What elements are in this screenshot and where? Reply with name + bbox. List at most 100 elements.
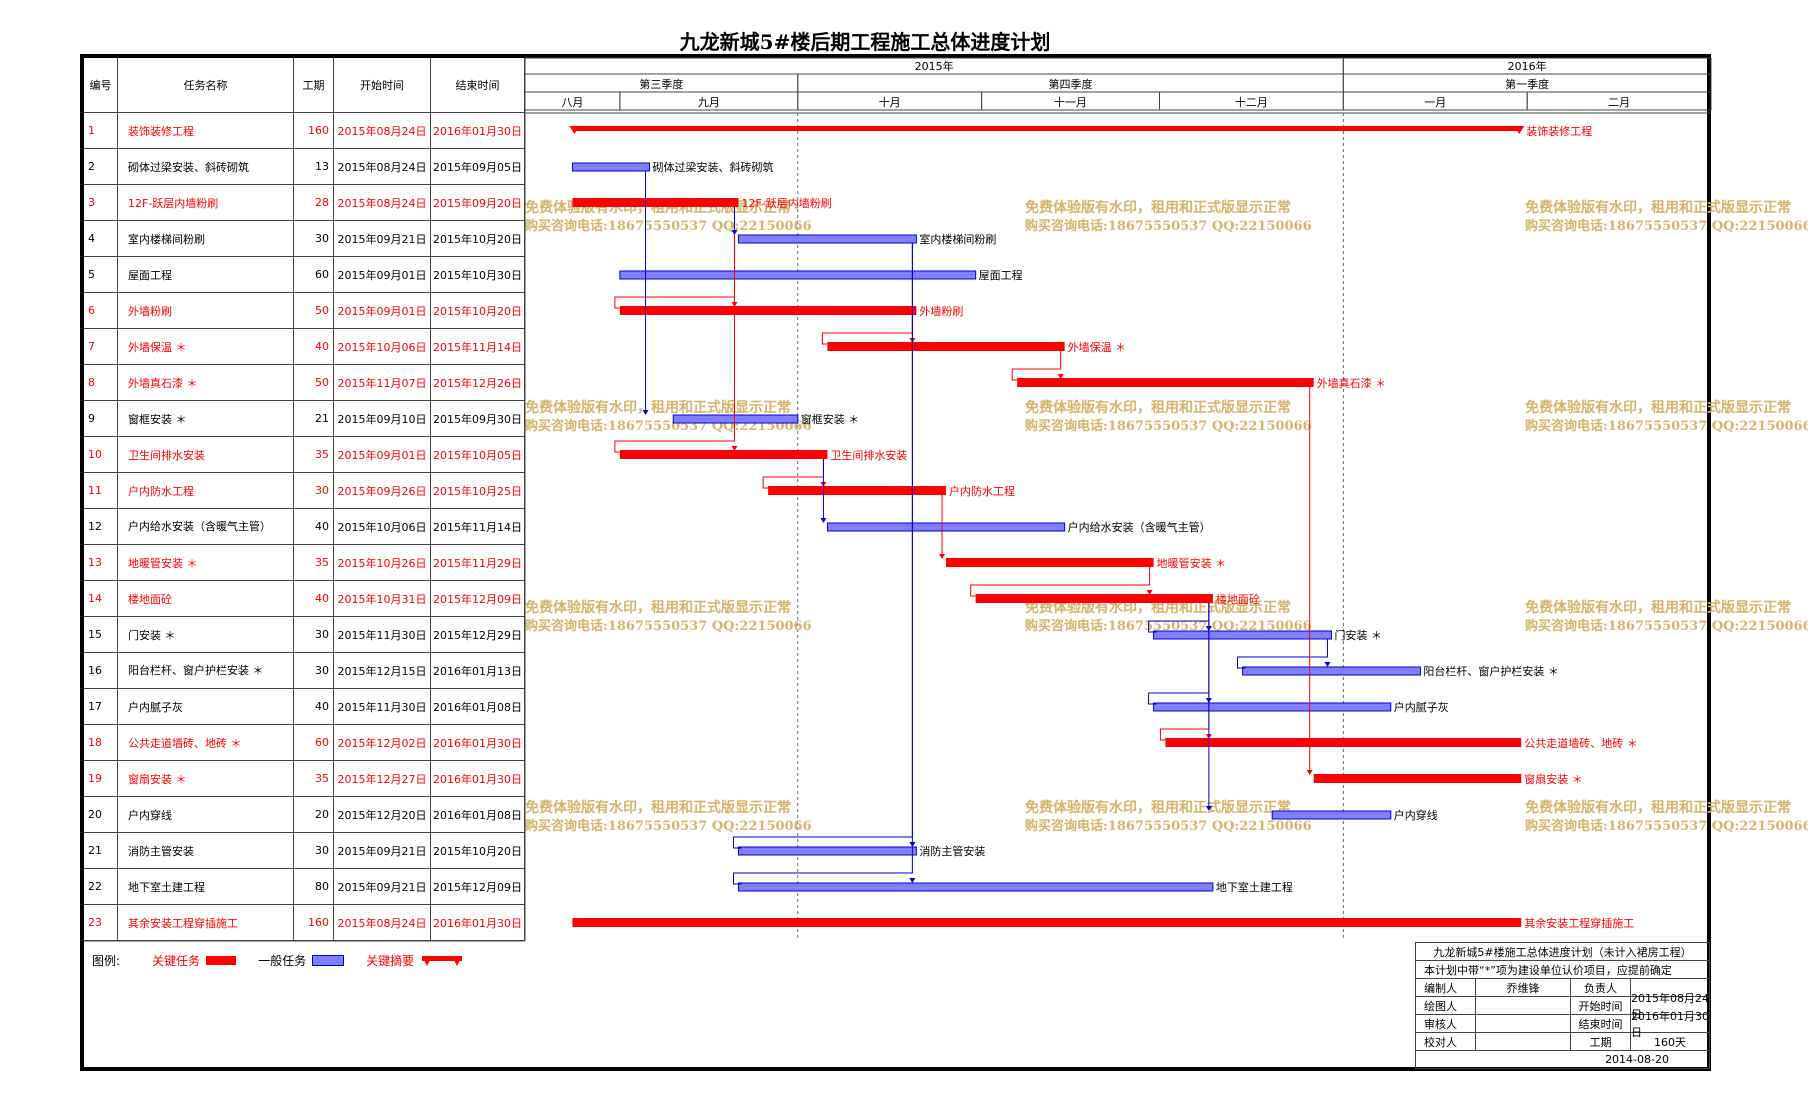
timescale-months-label: 十月 bbox=[879, 95, 901, 109]
watermark-line2: 购买咨询电话:18675550537 QQ:22150066 bbox=[1025, 618, 1312, 634]
dependency-arrowhead bbox=[1306, 770, 1313, 775]
task-id-cell: 15 bbox=[84, 617, 118, 653]
task-start-cell: 2015年09月21日 bbox=[334, 833, 431, 869]
task-bar-label: 外墙真石漆 ＊ bbox=[1317, 376, 1387, 390]
info-end: 2016年01月30日 bbox=[1631, 1009, 1710, 1039]
task-start-cell: 2015年09月01日 bbox=[334, 437, 431, 473]
task-bar-label: 室内楼梯间粉刷 bbox=[919, 232, 996, 246]
timescale-months-label: 十二月 bbox=[1235, 95, 1268, 109]
info-block: 九龙新城5#楼施工总体进度计划（未计入裙房工程） 本计划中带“*”项为建设单位认… bbox=[1415, 942, 1710, 1069]
watermark-line2: 购买咨询电话:18675550537 QQ:22150066 bbox=[525, 818, 812, 834]
task-bar-label: 消防主管安装 bbox=[919, 844, 985, 858]
normal-task-bar bbox=[619, 270, 977, 280]
watermark-line1: 免费体验版有水印，租用和正式版显示正常 bbox=[1525, 199, 1791, 216]
chart-frame bbox=[80, 54, 1711, 1071]
dependency-link bbox=[1011, 351, 1062, 381]
task-start-cell: 2015年12月20日 bbox=[334, 797, 431, 833]
task-duration-cell: 28 bbox=[294, 185, 334, 221]
task-bar-label: 地下室土建工程 bbox=[1216, 880, 1293, 894]
info-editor: 乔维锋 bbox=[1476, 979, 1571, 996]
info-note: 本计划中带“*”项为建设单位认价项目，应提前确定 bbox=[1416, 961, 1710, 979]
legend: 图例: 关键任务 一般任务 关键摘要 bbox=[92, 952, 464, 969]
column-header-name: 任务名称 bbox=[118, 58, 294, 113]
task-name-cell: 砌体过梁安装、斜砖砌筑 bbox=[118, 149, 294, 185]
task-name-cell: 窗框安装 ＊ bbox=[118, 401, 294, 437]
dependency-arrowhead bbox=[909, 878, 916, 883]
task-start-cell: 2015年09月01日 bbox=[334, 257, 431, 293]
watermark-line2: 购买咨询电话:18675550537 QQ:22150066 bbox=[1025, 218, 1312, 234]
task-start-cell: 2015年10月06日 bbox=[334, 329, 431, 365]
dependency-arrowhead bbox=[820, 518, 827, 523]
task-bar-label: 户内穿线 bbox=[1394, 808, 1438, 822]
watermark-line2: 购买咨询电话:18675550537 QQ:22150066 bbox=[1525, 618, 1808, 634]
task-name-cell: 12F-跃层内墙粉刷 bbox=[118, 185, 294, 221]
timescale-months-label: 十一月 bbox=[1054, 95, 1087, 109]
task-name-cell: 户内防水工程 bbox=[118, 473, 294, 509]
task-name-cell: 外墙粉刷 bbox=[118, 293, 294, 329]
task-start-cell: 2015年10月31日 bbox=[334, 581, 431, 617]
info-duration: 160天 bbox=[1631, 1033, 1710, 1050]
task-start-cell: 2015年10月06日 bbox=[334, 509, 431, 545]
legend-critical-label: 关键任务 bbox=[152, 954, 201, 968]
task-id-cell: 22 bbox=[84, 869, 118, 905]
info-checker bbox=[1476, 1033, 1571, 1050]
task-bar-label: 地暖管安装 ＊ bbox=[1157, 556, 1227, 570]
task-start-cell: 2015年11月30日 bbox=[334, 617, 431, 653]
info-editor-label: 编制人 bbox=[1416, 979, 1476, 996]
task-duration-cell: 30 bbox=[294, 221, 334, 257]
dependency-link bbox=[970, 567, 1151, 597]
task-duration-cell: 50 bbox=[294, 365, 334, 401]
task-duration-cell: 40 bbox=[294, 509, 334, 545]
task-duration-cell: 21 bbox=[294, 401, 334, 437]
normal-task-bar bbox=[1153, 702, 1392, 712]
timescale-months-cell bbox=[1526, 91, 1712, 111]
task-start-cell: 2015年08月24日 bbox=[334, 185, 431, 221]
task-name-cell: 户内穿线 bbox=[118, 797, 294, 833]
legend-summary-swatch bbox=[422, 955, 463, 966]
dependency-arrowhead bbox=[1205, 806, 1212, 811]
timescale-quarters-label: 第三季度 bbox=[639, 77, 683, 91]
watermark-line2: 购买咨询电话:18675550537 QQ:22150066 bbox=[1025, 418, 1312, 434]
task-name-cell: 外墙真石漆 ＊ bbox=[118, 365, 294, 401]
task-id-cell: 13 bbox=[84, 545, 118, 581]
task-id-cell: 9 bbox=[84, 401, 118, 437]
column-header-duration: 工期 bbox=[294, 58, 334, 113]
task-duration-cell: 13 bbox=[294, 149, 334, 185]
dependency-link bbox=[821, 315, 913, 345]
info-row-checker: 校对人 工期 160天 bbox=[1416, 1033, 1710, 1051]
task-duration-cell: 60 bbox=[294, 257, 334, 293]
task-id-cell: 5 bbox=[84, 257, 118, 293]
task-bar-label: 公共走道墙砖、地砖 ＊ bbox=[1524, 736, 1638, 750]
task-id-cell: 17 bbox=[84, 689, 118, 725]
critical-task-bar bbox=[768, 486, 947, 495]
critical-task-bar bbox=[572, 918, 1522, 927]
task-bar-label: 其余安装工程穿插施工 bbox=[1524, 916, 1634, 930]
info-start-label: 开始时间 bbox=[1571, 997, 1631, 1014]
watermark-line1: 免费体验版有水印，租用和正式版显示正常 bbox=[1025, 599, 1291, 616]
task-name-cell: 屋面工程 bbox=[118, 257, 294, 293]
critical-task-bar bbox=[1313, 774, 1522, 783]
legend-critical-swatch bbox=[206, 956, 237, 965]
task-start-cell: 2015年09月26日 bbox=[334, 473, 431, 509]
task-id-cell: 20 bbox=[84, 797, 118, 833]
info-drawer-label: 绘图人 bbox=[1416, 997, 1476, 1014]
timescale-months-label: 二月 bbox=[1608, 96, 1630, 109]
task-bar-label: 窗扇安装 ＊ bbox=[1524, 772, 1583, 786]
column-header-id: 编号 bbox=[84, 58, 118, 113]
task-duration-cell: 80 bbox=[294, 869, 334, 905]
task-bar-label: 装饰装修工程 bbox=[1526, 124, 1592, 138]
task-name-cell: 窗扇安装 ＊ bbox=[118, 761, 294, 797]
watermark-line1: 免费体验版有水印，租用和正式版显示正常 bbox=[525, 399, 791, 416]
task-bar-label: 门安装 ＊ bbox=[1334, 628, 1382, 642]
task-duration-cell: 50 bbox=[294, 293, 334, 329]
legend-prefix: 图例: bbox=[92, 954, 121, 968]
task-start-cell: 2015年09月10日 bbox=[334, 401, 431, 437]
task-start-cell: 2015年08月24日 bbox=[334, 149, 431, 185]
watermark-line2: 购买咨询电话:18675550537 QQ:22150066 bbox=[1525, 218, 1808, 234]
critical-task-bar bbox=[1165, 738, 1522, 747]
timescale-months-label: 一月 bbox=[1424, 96, 1446, 109]
dependency-arrowhead bbox=[1146, 590, 1153, 595]
normal-task-bar bbox=[571, 162, 651, 172]
